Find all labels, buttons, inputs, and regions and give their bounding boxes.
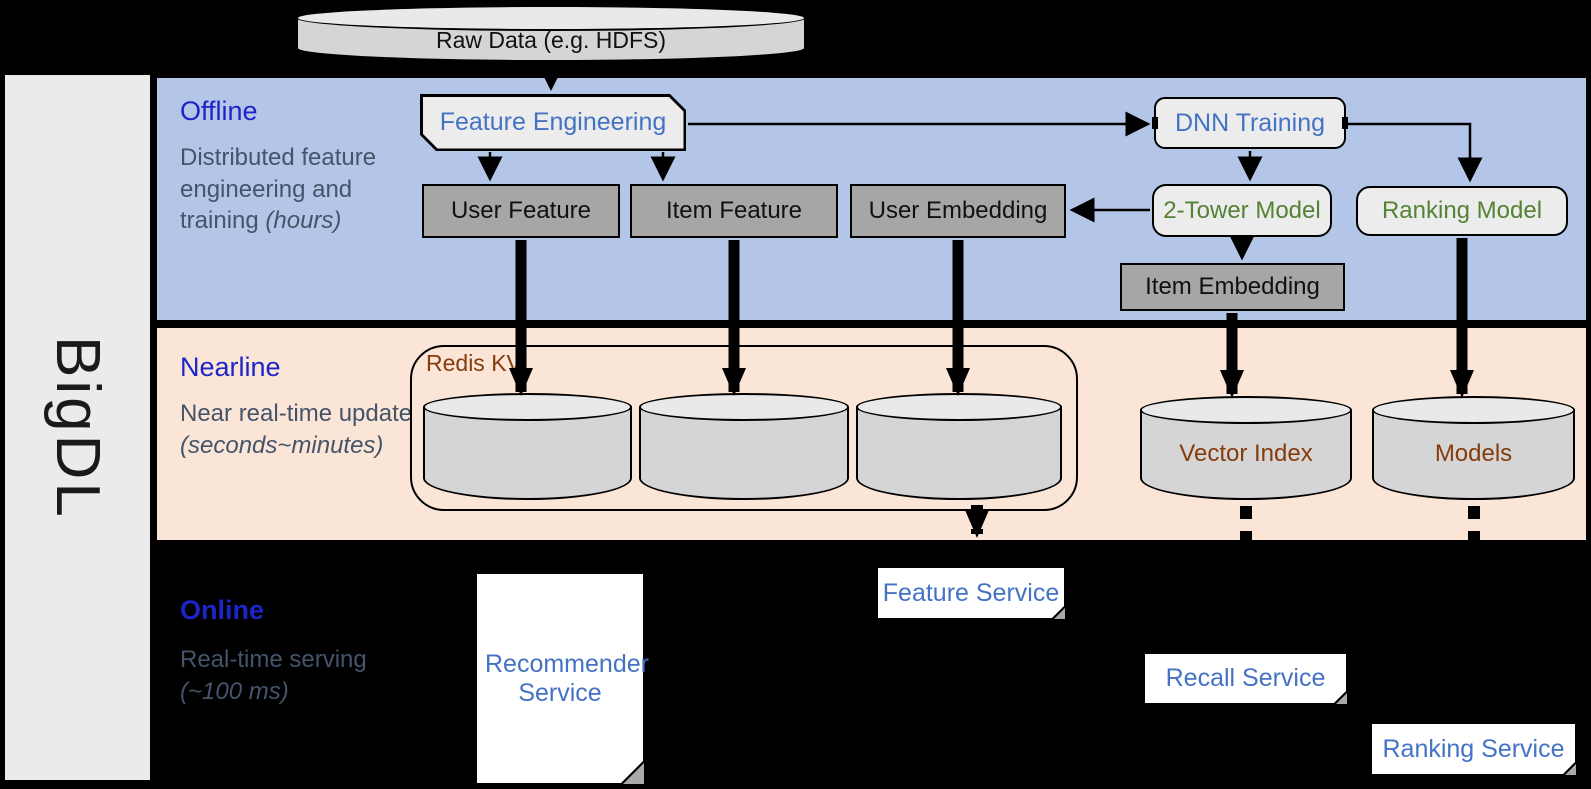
nearline-description-note: (seconds~minutes)	[180, 431, 384, 459]
redis-shard-1	[423, 393, 632, 500]
offline-description-text: Distributed feature engineering and trai…	[180, 144, 377, 235]
redis-shard-2	[639, 393, 849, 500]
raw-data-store: Raw Data (e.g. HDFS)	[296, 5, 806, 62]
feature-service-node: Feature Service	[876, 566, 1066, 620]
models-label: Models	[1434, 440, 1513, 467]
two-tower-model-node: 2-Tower Model	[1152, 184, 1332, 237]
ranking-model-node: Ranking Model	[1356, 186, 1568, 236]
vector-index-cylinder-body	[1140, 410, 1352, 500]
dnn-training-label: DNN Training	[1174, 108, 1326, 137]
user-embedding-label: User Embedding	[868, 197, 1048, 224]
redis-kv-label: Redis KV	[426, 350, 522, 376]
redis-shard-2-top	[639, 393, 849, 421]
item-feature-node: Item Feature	[630, 184, 838, 238]
vector-index-label: Vector Index	[1179, 440, 1313, 467]
redis-kv-container	[410, 345, 1078, 511]
user-feature-node: User Feature	[422, 184, 620, 238]
recommender-service-node: Recommender Service	[475, 572, 649, 785]
item-embedding-label: Item Embedding	[1145, 273, 1320, 300]
nearline-description: Near real-time update (seconds~minutes)	[180, 398, 442, 461]
redis-shard-3	[856, 393, 1062, 500]
bigdl-sidebar: BigDL	[5, 75, 150, 780]
feature-engineering-node: Feature Engineering	[420, 94, 686, 151]
feature-engineering-label: Feature Engineering	[423, 97, 684, 149]
raw-data-label: Raw Data (e.g. HDFS)	[435, 27, 667, 53]
offline-description: Distributed feature engineering and trai…	[180, 142, 432, 237]
redis-shard-2-body	[639, 407, 849, 500]
vector-index-store: Vector Index	[1140, 396, 1352, 500]
item-feature-label: Item Feature	[665, 197, 803, 224]
nearline-description-text: Near real-time update	[180, 400, 413, 427]
vector-index-cylinder-top	[1140, 396, 1352, 424]
models-cylinder-body	[1372, 410, 1575, 500]
feature-service-label: Feature Service	[882, 578, 1060, 607]
nearline-title: Nearline	[180, 352, 281, 382]
online-title: Online	[180, 595, 265, 625]
ranking-service-node: Ranking Service	[1370, 722, 1577, 776]
user-embedding-node: User Embedding	[850, 184, 1066, 238]
online-description-text: Real-time serving	[180, 646, 367, 673]
ranking-model-label: Ranking Model	[1381, 197, 1543, 224]
ranking-service-label: Ranking Service	[1382, 734, 1565, 763]
redis-shard-3-body	[856, 407, 1062, 500]
redis-shard-1-body	[423, 407, 632, 500]
raw-data-cylinder-top	[296, 5, 806, 31]
recall-service-node: Recall Service	[1143, 652, 1348, 705]
offline-title: Offline	[180, 96, 258, 126]
models-store: Models	[1372, 396, 1575, 500]
online-description: Real-time serving (~100 ms)	[180, 644, 410, 707]
user-feature-label: User Feature	[450, 197, 592, 224]
bigdl-logo-text: BigDL	[43, 335, 112, 520]
two-tower-model-label: 2-Tower Model	[1163, 196, 1321, 224]
online-description-note: (~100 ms)	[180, 677, 289, 705]
redis-shard-1-top	[423, 393, 632, 421]
item-embedding-node: Item Embedding	[1120, 263, 1345, 311]
recommender-service-label: Recommender Service	[485, 649, 649, 707]
offline-description-note: (hours)	[265, 207, 342, 235]
dnn-training-node: DNN Training	[1154, 97, 1346, 149]
redis-shard-3-top	[856, 393, 1062, 421]
recall-service-label: Recall Service	[1165, 664, 1326, 692]
models-cylinder-top	[1372, 396, 1575, 424]
